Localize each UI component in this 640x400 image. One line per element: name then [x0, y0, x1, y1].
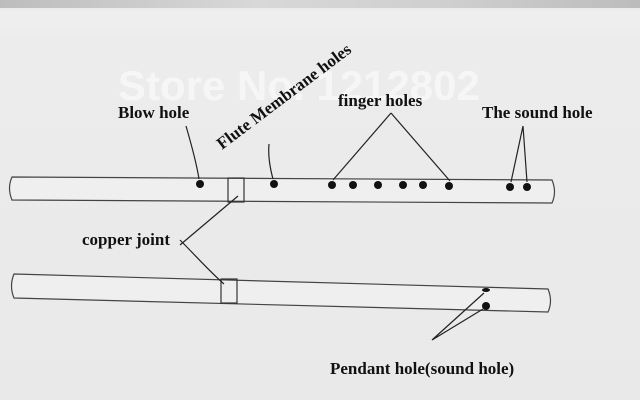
pendant-hole [482, 302, 490, 310]
sound-hole [506, 183, 514, 191]
upper-flute-body [8, 176, 556, 204]
label-sound-hole: The sound hole [482, 103, 593, 122]
upper-copper-joint [227, 177, 245, 203]
lower-copper-joint [220, 278, 238, 304]
copper-joint-leader-lower [179, 239, 225, 285]
finger-hole [374, 181, 382, 189]
membrane-hole [270, 180, 278, 188]
finger-hole [445, 182, 453, 190]
finger-hole [399, 181, 407, 189]
finger-holes-leader [332, 112, 451, 182]
blow-hole-leader [185, 125, 200, 180]
label-pendant-hole: Pendant hole(sound hole) [330, 359, 514, 378]
membrane-hole-leader [268, 143, 274, 180]
blow-hole [196, 180, 204, 188]
label-copper-joint: copper joint [82, 230, 170, 249]
label-finger-holes: finger holes [338, 91, 423, 110]
top-bar [0, 0, 640, 8]
finger-hole [419, 181, 427, 189]
copper-joint-leader-upper [179, 195, 239, 246]
sound-hole [523, 183, 531, 191]
pendant-hole-leader [431, 292, 485, 341]
pendant-hole [482, 288, 490, 292]
finger-hole [328, 181, 336, 189]
label-blow-hole: Blow hole [118, 103, 190, 122]
watermark: Store No. 1212802 [118, 62, 480, 109]
lower-flute-body [10, 273, 552, 313]
finger-hole [349, 181, 357, 189]
sound-hole-leader [510, 125, 528, 183]
